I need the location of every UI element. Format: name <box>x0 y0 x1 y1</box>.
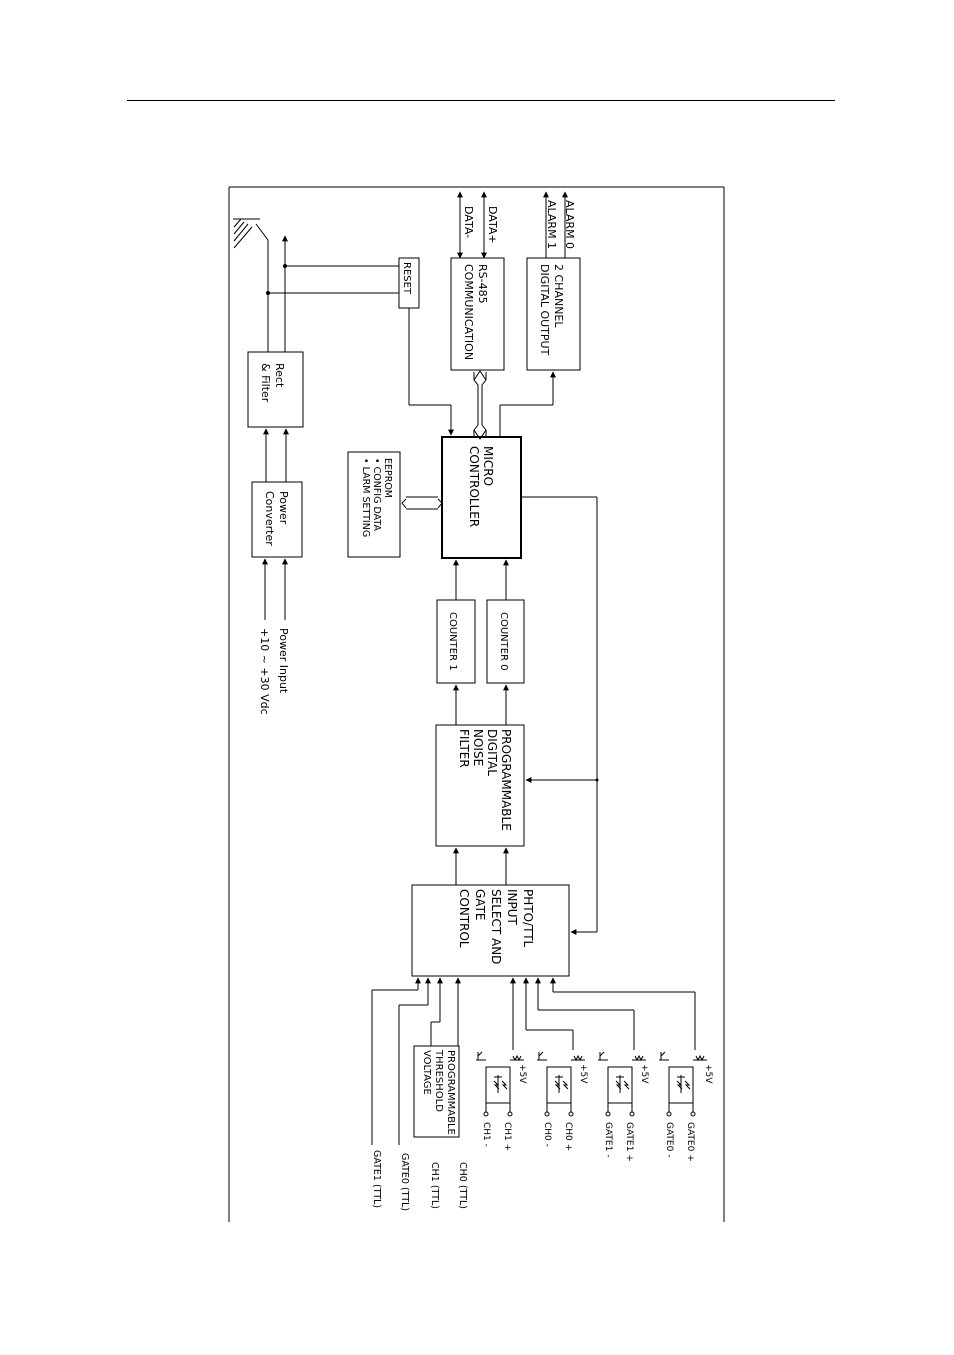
rs485-label: RS-485COMMUNICATION <box>462 264 489 360</box>
ch0-ttl-label: CH0 (TTL) <box>457 1162 468 1209</box>
ch1-ttl-label: CH1 (TTL) <box>429 1162 440 1209</box>
diagram-frame <box>228 186 725 1222</box>
ch0-minus-label: CH0 - <box>542 1122 552 1147</box>
gate-control-box <box>411 884 570 977</box>
junction-dots <box>266 264 599 782</box>
reset-label: RESET <box>401 262 412 295</box>
opto-coupler-gate1 <box>598 1051 646 1117</box>
ch0-plus-label: CH0 + <box>563 1122 573 1151</box>
power-converter-label: PowerConverter <box>263 491 290 546</box>
noise-filter-label: PROGRAMMABLEDIGITALNOISEFILTER <box>457 729 513 831</box>
ch1-plus-label: CH1 + <box>502 1122 512 1151</box>
counter0-label: COUNTER 0 <box>498 612 509 671</box>
power-range-label: +10 ~ +30 Vdc <box>258 628 271 715</box>
opto-coupler-ch1 <box>476 1051 524 1117</box>
gate1-ttl-label: GATE1 (TTL) <box>371 1150 382 1208</box>
eeprom-box <box>347 451 401 558</box>
rs485-box <box>450 257 505 371</box>
plus5v-ch1: +5V <box>517 1064 527 1084</box>
rect-filter-box <box>247 351 304 428</box>
power-input-label: Power Input <box>277 628 290 694</box>
header-rule <box>127 100 835 101</box>
gate0-plus-label: GATE0 + <box>685 1122 695 1162</box>
threshold-box <box>413 1045 460 1138</box>
gate1-plus-label: GATE1 + <box>624 1122 634 1162</box>
gate0-ttl-label: GATE0 (TTL) <box>399 1153 410 1211</box>
eeprom-label: EEPROM• CONFIG DATA• LARM SETTING <box>360 458 393 537</box>
power-converter-box <box>251 481 303 558</box>
digital-output-label: 2 CHANNELDIGITAL OUTPUT <box>538 264 565 356</box>
gate1-minus-label: GATE1 - <box>603 1122 613 1157</box>
alarm0-label: ALARM 0 <box>563 200 576 249</box>
noise-filter-box <box>435 724 525 847</box>
microcontroller-label: MICROCONTROLLER <box>467 446 495 527</box>
alarm1-label: ALARM 1 <box>545 200 558 249</box>
data-plus-label: DATA+ <box>486 206 499 244</box>
data-minus-label: DATA- <box>462 206 475 238</box>
plus5v-ch0: +5V <box>578 1064 588 1084</box>
ch1-minus-label: CH1 - <box>481 1122 491 1147</box>
threshold-label: PROGRAMMABLETHRESHOLDVOLTAGE <box>421 1049 456 1135</box>
rect-filter-label: Rect& Filter <box>259 363 286 403</box>
plus5v-gate0: +5V <box>703 1064 713 1084</box>
opto-coupler-gate0 <box>659 1051 707 1117</box>
gate-control-label: PHTO/TTLINPUTSELECT ANDGATECONTROL <box>457 889 535 964</box>
plus5v-gate1: +5V <box>639 1064 649 1084</box>
wiring <box>233 191 696 1145</box>
gate0-minus-label: GATE0 - <box>664 1122 674 1157</box>
counter1-label: COUNTER 1 <box>447 612 458 671</box>
opto-coupler-ch0 <box>537 1051 585 1117</box>
digital-output-box <box>526 257 581 371</box>
